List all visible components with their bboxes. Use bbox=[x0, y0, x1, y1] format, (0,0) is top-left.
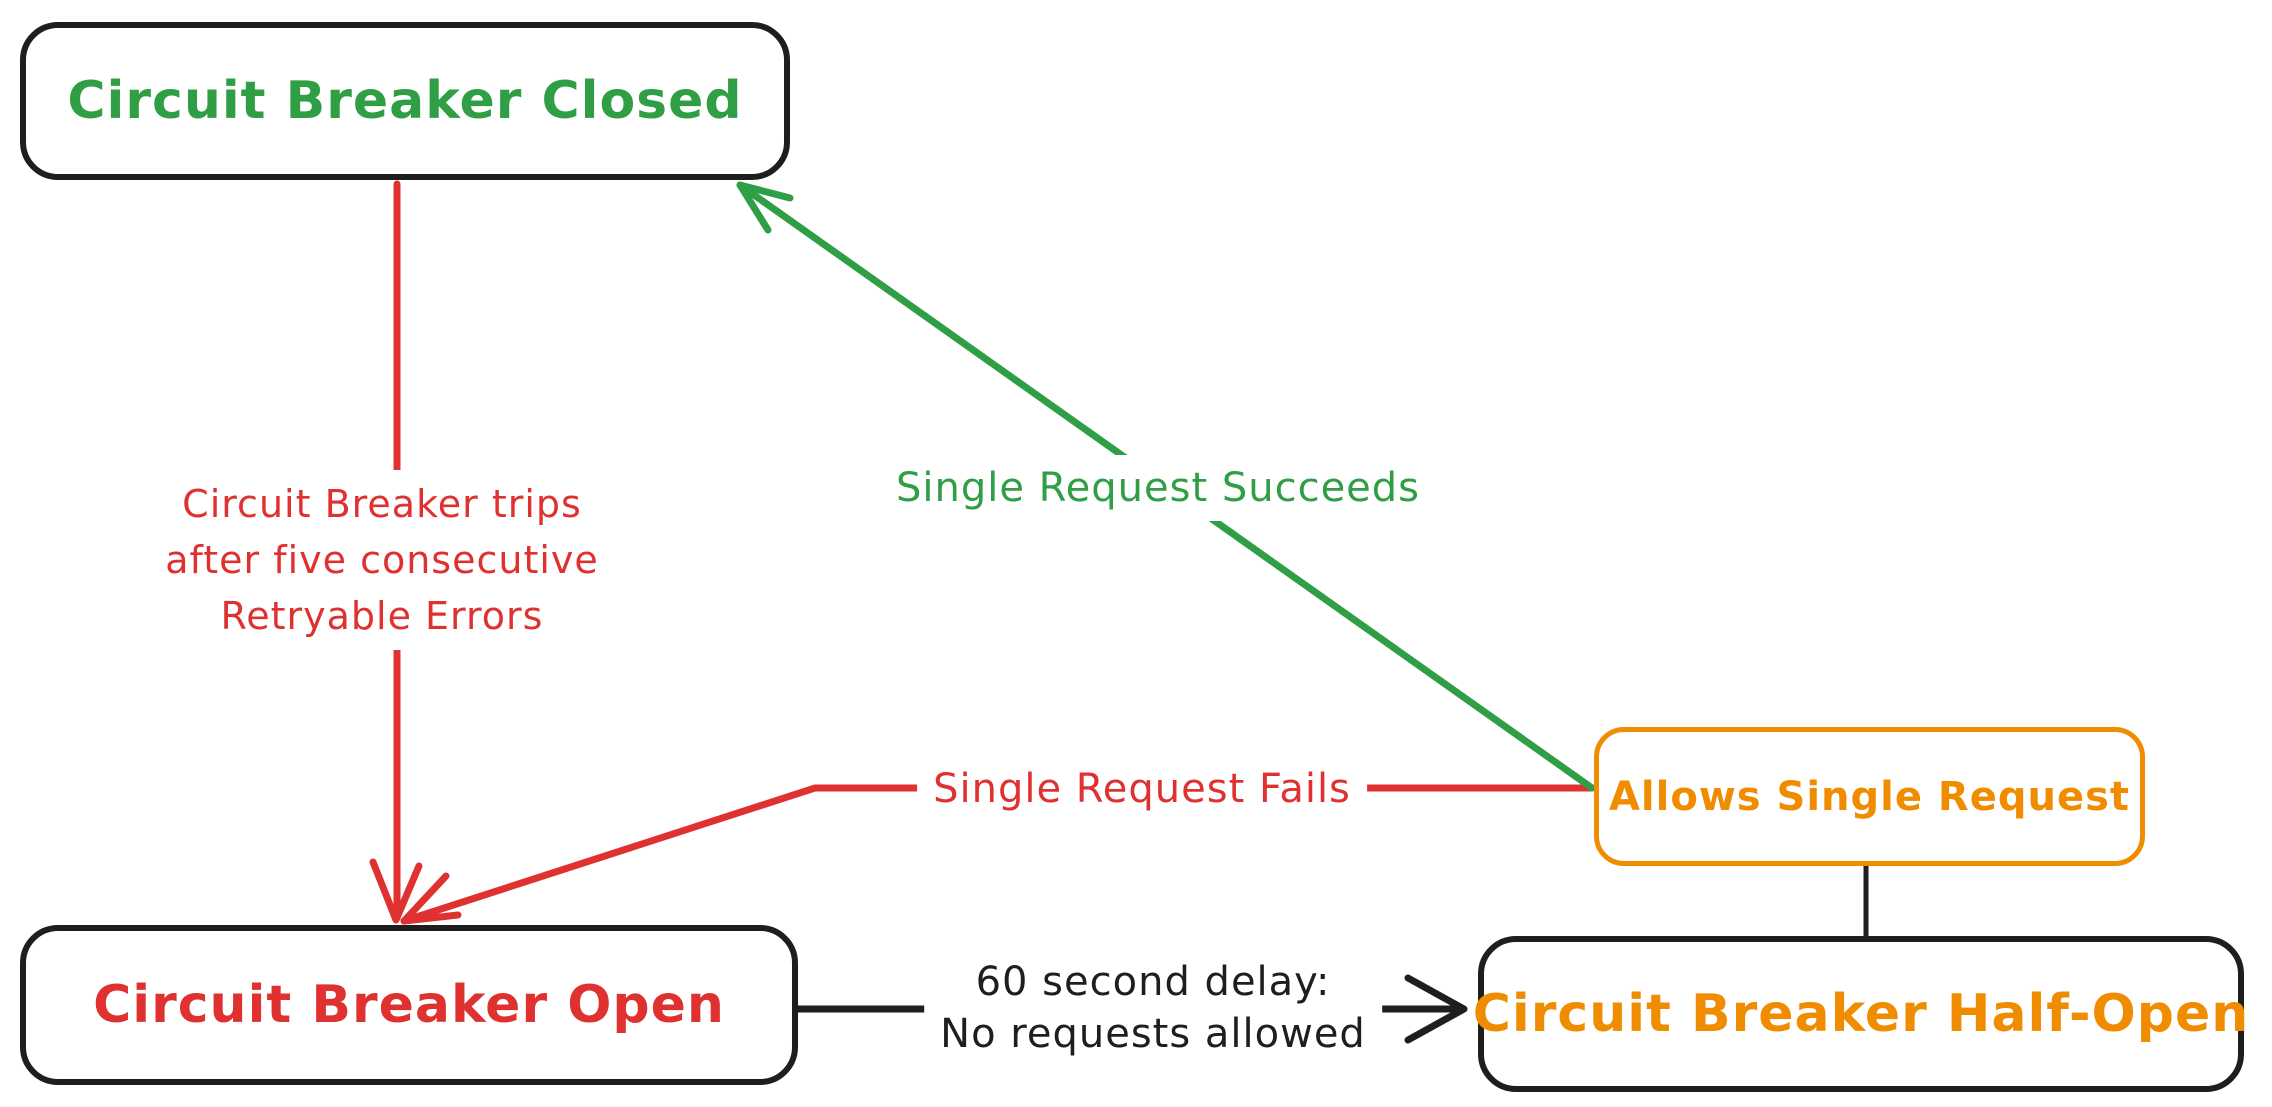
edge-label-60-second-delay: 60 second delay: No requests allowed bbox=[924, 950, 1382, 1066]
delay-arrowhead-icon bbox=[1404, 974, 1468, 1044]
node-label-allows-single-request: Allows Single Request bbox=[1608, 773, 2131, 820]
node-label-half-open: Circuit Breaker Half-Open bbox=[1472, 984, 2250, 1044]
node-circuit-breaker-half-open: Circuit Breaker Half-Open bbox=[1473, 936, 2248, 1092]
succeeds-arrowhead-icon bbox=[736, 181, 794, 234]
edge-label-single-request-fails: Single Request Fails bbox=[917, 756, 1367, 822]
edge-label-trip: Circuit Breaker trips after five consecu… bbox=[149, 470, 615, 650]
node-circuit-breaker-closed: Circuit Breaker Closed bbox=[20, 22, 790, 180]
node-label-open: Circuit Breaker Open bbox=[93, 975, 725, 1035]
fails-arrowhead-icon bbox=[400, 872, 462, 925]
edge-label-single-request-succeeds: Single Request Succeeds bbox=[879, 455, 1437, 521]
node-allows-single-request: Allows Single Request bbox=[1594, 727, 2145, 866]
trip-arrowhead-icon bbox=[369, 858, 423, 924]
node-label-closed: Circuit Breaker Closed bbox=[67, 71, 743, 131]
node-circuit-breaker-open: Circuit Breaker Open bbox=[20, 925, 798, 1085]
